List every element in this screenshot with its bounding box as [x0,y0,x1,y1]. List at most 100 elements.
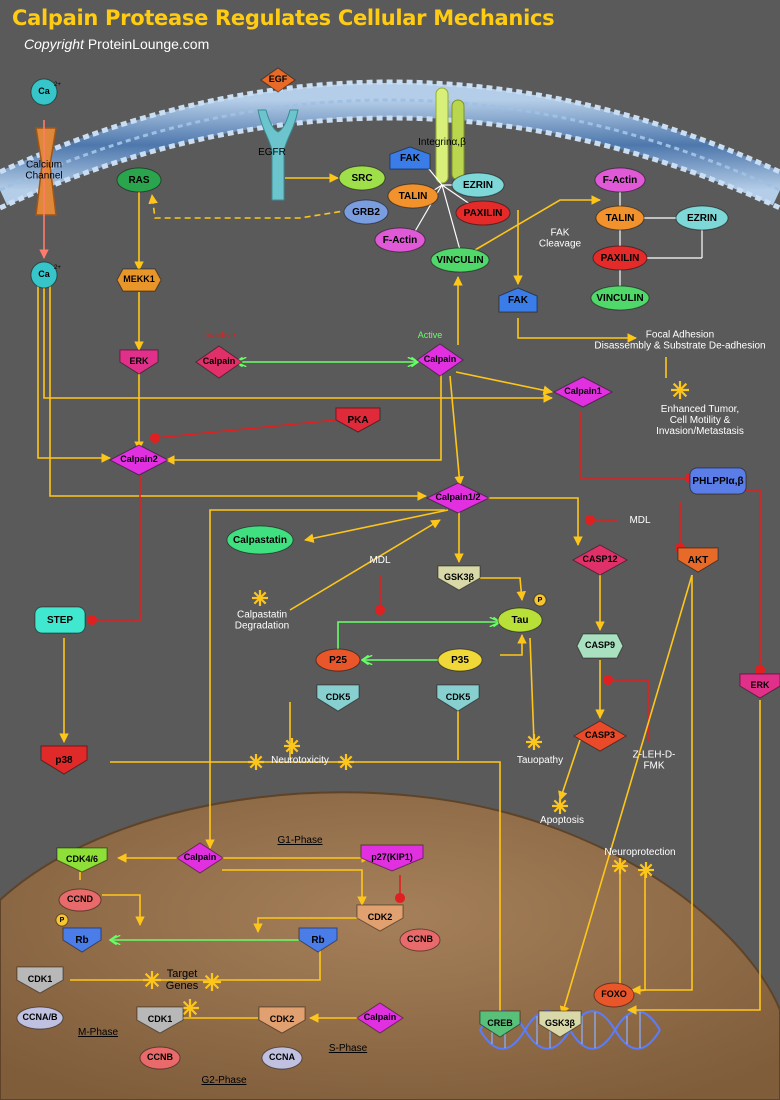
calpain1-label: Calpain1 [564,386,602,396]
casp12-node [571,544,629,576]
calpastatin-degradation-edge [289,519,441,611]
calpain-calpain2-edge [165,370,442,465]
ccnd-label: CCND [67,894,93,904]
copyright-word: Copyright [24,36,84,52]
g1-phase-label: G1-Phase [277,835,322,846]
gsk3b-nuc-label: GSK3β [545,1018,576,1028]
ca-calpain2-edge [37,284,111,463]
casp3-node [572,720,628,752]
ca-top-node [30,78,58,106]
neuroprot-asterisk-2 [638,862,654,878]
ca-bottom-label: Ca [38,269,50,279]
p38-label: p38 [55,755,73,766]
neurotox-asterisk-left [248,754,264,770]
tau-tauopathy-edge [529,637,535,743]
gsk-tau-edge [480,577,526,601]
p25-node [315,648,361,672]
casp9-label: CASP9 [585,640,615,650]
ccnb-top-label: CCNB [407,934,433,944]
casp9-node [576,633,624,659]
cdk5-right-label: CDK5 [446,692,471,702]
rb-left-node [62,927,102,953]
calpain12-calpastatin-edge [304,509,449,543]
ezrin-r-node [675,205,729,231]
inactive-label-label: Inactive [204,330,235,340]
akt-gsk-edge [559,574,693,1016]
vinculin-r-node [590,285,650,311]
cell-membrane [0,79,780,211]
vinculin-mem-node [430,247,490,273]
vinculin-r-label: VINCULIN [596,293,643,304]
erk-left-label: ERK [129,356,149,366]
mekk1-label: MEKK1 [123,274,155,284]
ca-calpain12-edge [49,284,427,501]
gsk3b-mid-label: GSK3β [444,572,475,582]
calpain2-label: Calpain2 [120,454,158,464]
copyright-line: Copyright ProteinLounge.com [24,36,209,52]
calpain12-casp12-edge [475,497,583,546]
calpain12-node [425,482,491,514]
cdk5-left-label: CDK5 [326,692,351,702]
neuroprotection-label: Neuroprotection [604,847,675,858]
erk-right-label: ERK [750,680,770,690]
p-rb-label: P [60,917,65,924]
ca-top-label: Ca [38,86,50,96]
fak-mem-node [389,146,431,170]
cdk1-left-label: CDK1 [28,974,53,984]
pka-calpain2-edge [149,419,337,444]
akt-foxo-edge [631,575,693,995]
ca-bottom-superscript: 2+ [54,265,61,271]
neurotoxicity-label: Neurotoxicity [271,755,329,766]
ccnab-label: CCNA/B [23,1012,58,1022]
m-phase-label: M-Phase [78,1027,118,1038]
tau-node [497,607,543,633]
ccnb-top-node [399,928,441,952]
p-tau-label: P [538,597,543,604]
ca-top-superscript: 2+ [54,82,61,88]
phlppi-label: PHLPPIα,β [692,476,743,487]
cdk5-left-node [316,684,360,712]
fak-mem-label: FAK [400,153,421,164]
cdk2-bottom-label: CDK2 [270,1014,295,1024]
casp3-label: CASP3 [585,730,615,740]
ras-node [116,167,162,193]
ca-calpain1-edge [43,284,553,403]
cdk46-label: CDK4/6 [66,854,98,864]
vinculin-mem-label: VINCULIN [436,255,483,266]
cdk1-left-node [16,966,64,994]
calpain-inactive-node [195,345,243,379]
foxo-label: FOXO [601,989,627,999]
akt-label: AKT [688,555,709,566]
rb-right-label: Rb [311,935,324,946]
akt-node [677,547,719,573]
edges-layer [37,120,766,1023]
paxilin-r-label: PAXILIN [601,253,640,264]
p25-label: P25 [329,655,347,666]
cdk2-rb-edge [253,917,362,933]
mdl-mid-label: MDL [369,555,391,566]
tauopathy-asterisk [526,734,542,750]
step-node [34,606,86,634]
g2-phase-label: G2-Phase [201,1075,246,1086]
p38-creb-edge [110,761,501,1018]
erk-left-node [119,349,159,375]
p-tau-node [533,593,547,607]
fak-focal-edge [517,318,637,343]
tau-label: Tau [511,615,528,626]
active-label-label: Active [418,330,443,340]
phlppi-node [689,467,747,495]
cdk2-top-node [356,904,404,932]
calpain-calpain12-edge [449,375,464,486]
ccnb-bottom-label: CCNB [147,1052,173,1062]
calpain12-label: Calpain1/2 [435,492,480,502]
nucleus [0,791,780,1100]
calpain2-node [108,444,170,476]
cdk46-node [56,847,108,873]
calpain12-nuclear-calpain-edge [205,509,445,849]
p25-tau-edge [337,622,500,650]
cdk1-mid-node [136,1006,184,1034]
